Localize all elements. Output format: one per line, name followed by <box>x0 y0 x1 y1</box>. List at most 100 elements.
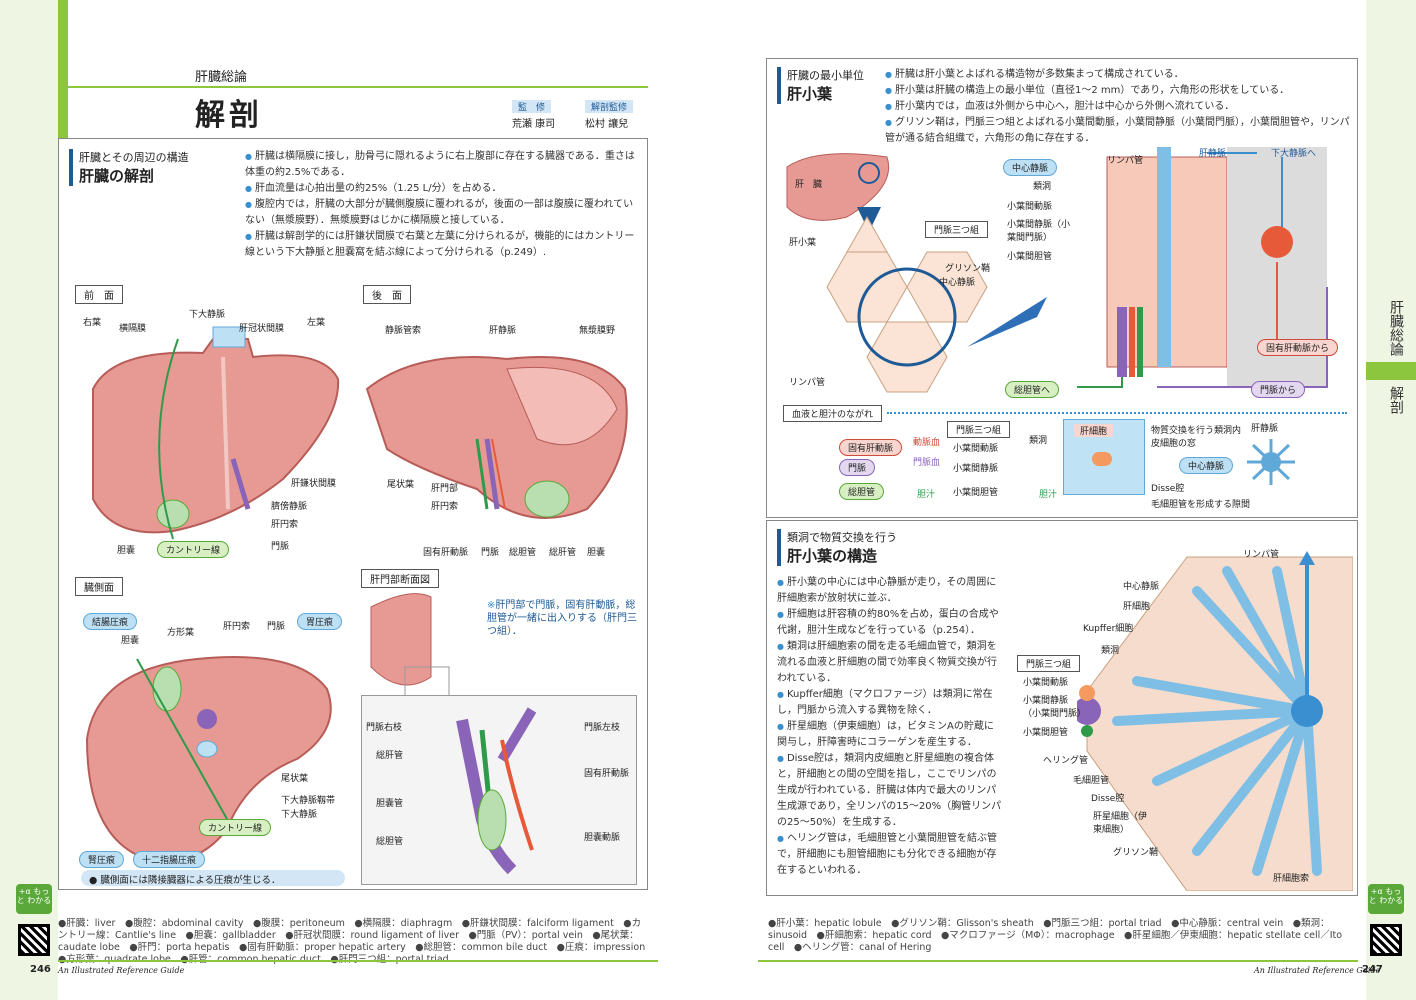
anatomy-supervisor: 解剖監修 松村 讓兒 <box>585 100 634 130</box>
label-round-ligament: 肝円索 <box>271 520 299 530</box>
flow-interlobular-bile-duct: 小葉間胆管 <box>953 488 999 498</box>
supervisor-name: 荒瀬 康司 <box>512 119 556 130</box>
flow-hepatic-artery: 固有肝動脈 <box>839 439 903 456</box>
supervisor-label: 監 修 <box>512 100 552 113</box>
label-proper-hepatic-artery: 固有肝動脈 <box>423 548 469 558</box>
label-caudate-lobe: 尾状葉 <box>387 480 415 490</box>
label-sinusoid-structure: 類洞 <box>1101 646 1120 656</box>
label-lymph-3d: リンパ管 <box>1107 156 1144 166</box>
label-interlobular-bile-duct-structure: 小葉間胆管 <box>1023 728 1069 738</box>
bullet: ヘリング管は，毛細胆管と小葉間胆管を結ぶ管で，肝細胞にも胆管細胞にも分化できる細… <box>777 831 1003 879</box>
label-cbd-hilum: 総胆管 <box>376 837 404 847</box>
right-page: 肝臓総論 解剖 肝臓の最小単位 肝小葉 肝臓は肝小葉とよばれる構造物が多数集まっ… <box>708 0 1416 1000</box>
label-portal-vein-back: 門脈 <box>481 548 500 558</box>
label-from-portal-vein: 門脈から <box>1251 381 1306 398</box>
label-interlobular-artery-structure: 小葉間動脈 <box>1023 678 1069 688</box>
supervisor: 監 修 荒瀬 康司 <box>512 100 555 130</box>
label-to-cbd: 総胆管へ <box>1005 381 1060 398</box>
section-subtitle: 肝臓とその周辺の構造 <box>79 151 189 164</box>
label-interlobular-vein-3d: 小葉間静脈（小葉間門脈） <box>1007 220 1071 243</box>
side-tab-active-bar <box>1366 362 1416 380</box>
bullet: Disse腔は，類洞内皮細胞と肝星細胞の複合体と，肝細胞との間の空間を指し，ここ… <box>777 751 1003 831</box>
book-guide-right: An Illustrated Reference Guide <box>1254 966 1381 975</box>
visceral-note: ● 臓側面には隣接臓器による圧痕が生じる． <box>81 870 345 886</box>
label-proper-hepatic-artery-hilum: 固有肝動脈 <box>584 769 630 779</box>
anatomy-label: 解剖監修 <box>585 100 634 113</box>
flow-portal-blood: 門脈血 <box>913 458 941 468</box>
liver-anatomy-box: 肝臓とその周辺の構造 肝臓の解剖 肝臓は横隔膜に接し，肋骨弓に隠れるように右上腹… <box>58 138 648 890</box>
label-hepatic-vein: 肝静脈 <box>489 326 517 336</box>
plus-alpha-badge-right[interactable]: +α もっと わかる <box>1368 884 1404 914</box>
chapter-label: 肝臓総論 <box>195 70 248 85</box>
flow-title: 血液と胆汁のながれ <box>783 405 883 422</box>
label-central-vein-structure: 中心静脈 <box>1123 582 1160 592</box>
side-tab-general[interactable]: 肝臓総論 <box>1388 300 1404 356</box>
flow-hepatic-vein-icon <box>1247 439 1295 485</box>
label-hepatic-vein-flow: 肝静脈 <box>1199 149 1227 159</box>
label-round-ligament-visceral: 肝円索 <box>223 622 251 632</box>
plus-alpha-badge[interactable]: +α もっと わかる <box>16 884 52 914</box>
label-interlobular-vein-structure: 小葉間静脈（小葉間門脈） <box>1023 696 1087 719</box>
bullet: 類洞は肝細胞索の間を走る毛細血管で，類洞を流れる血液と肝細胞の間で効率良く物質交… <box>777 639 1003 687</box>
left-page: 肝臓総論 解剖 監 修 荒瀬 康司 解剖監修 松村 讓兒 肝臓とその周辺の構造 … <box>0 0 708 1000</box>
flow-arterial-blood: 動脈血 <box>913 438 941 448</box>
label-diaphragm: 横隔膜 <box>119 324 147 334</box>
flow-endothelial-window: 物質交換を行う類洞内皮細胞の窓 <box>1151 426 1242 449</box>
flow-disse-space: Disse腔 <box>1151 484 1185 494</box>
label-coronary-ligament: 肝冠状間膜 <box>239 324 285 334</box>
label-interlobular-bile-duct-3d: 小葉間胆管 <box>1007 252 1053 262</box>
glossary-footer: ●肝臓：liver ●腹腔：abdominal cavity ●腹膜：perit… <box>58 918 655 965</box>
footer-rule <box>58 960 658 962</box>
label-bile-canaliculus: 毛細胆管 <box>1073 776 1110 786</box>
flow-sinusoid: 類洞 <box>1029 436 1048 446</box>
side-tab-anatomy[interactable]: 解剖 <box>1388 386 1404 414</box>
label-right-portal-branch: 門脈右枝 <box>366 723 403 733</box>
label-quadrate-lobe: 方形葉 <box>167 628 195 638</box>
lobule-bullets: 肝臓は肝小葉とよばれる構造物が多数集まって構成されている． 肝小葉は肝臓の構造上… <box>885 67 1353 147</box>
liver-back-illustration <box>365 356 628 519</box>
flow-divider <box>887 412 1347 414</box>
section-head: 肝臓とその周辺の構造 肝臓の解剖 <box>69 149 189 186</box>
label-right-lobe: 右葉 <box>83 318 102 328</box>
structure-title: 肝小葉の構造 <box>787 547 878 565</box>
label-disse-space-structure: Disse腔 <box>1091 794 1125 804</box>
qr-code-right[interactable] <box>1370 924 1402 956</box>
lobule-head: 肝臓の最小単位 肝小葉 <box>777 67 864 104</box>
bullet: 腹腔内では，肝臓の大部分が臓側腹膜に覆われるが，後面の一部は腹膜に覆われていない… <box>245 197 641 229</box>
structure-head: 類洞で物質交換を行う 肝小葉の構造 <box>777 529 897 566</box>
pill-colic-impression: 結腸圧痕 <box>83 613 138 630</box>
bullet: 肝臓は肝小葉とよばれる構造物が多数集まって構成されている． <box>885 67 1353 83</box>
back-view-tag: 後 面 <box>363 285 411 304</box>
label-ivc-visceral: 下大静脈 <box>281 810 318 820</box>
label-lymph-small: リンパ管 <box>789 378 826 388</box>
label-ivc-ligament: 下大静脈靱帯 <box>281 796 336 806</box>
anatomy-name: 松村 讓兒 <box>585 119 629 130</box>
qr-code[interactable] <box>18 924 50 956</box>
flow-bile: 胆汁 <box>917 490 936 500</box>
flow-interlobular-artery: 小葉間動脈 <box>953 444 999 454</box>
lobule-title: 肝小葉 <box>787 85 833 103</box>
flow-canaliculus: 毛細胆管を形成する隙間 <box>1151 500 1251 510</box>
label-stellate-cell: 肝星細胞（伊東細胞） <box>1093 812 1148 835</box>
label-canal-of-hering: ヘリング管 <box>1043 756 1089 766</box>
hilum-note-text: 肝門部で門脈，固有肝動脈，総胆管が一緒に出入りする（肝門三つ組）． <box>487 600 637 637</box>
label-ivc: 下大静脈 <box>189 310 226 320</box>
label-paraumbilical-vein: 臍傍静脈 <box>271 502 308 512</box>
label-porta-hepatis: 肝門部 <box>431 484 459 494</box>
page-number: 246 <box>30 964 51 975</box>
hilum-detail: 門脈右枝 門脈左枝 総肝管 固有肝動脈 胆嚢管 総胆管 胆嚢動脈 <box>361 695 637 885</box>
label-central-vein-3d: 中心静脈 <box>1003 159 1058 176</box>
bullet: グリソン鞘は，門脈三つ組とよばれる小葉間動脈，小葉間静脈（小葉間門脈），小葉間胆… <box>885 115 1353 147</box>
label-left-portal-branch: 門脈左枝 <box>584 723 621 733</box>
bullet: 肝臓は横隔膜に接し，肋骨弓に隠れるように右上腹部に存在する臓器である．重さは体重… <box>245 149 641 181</box>
label-common-hepatic-duct-hilum: 総肝管 <box>376 751 404 761</box>
bullet: 肝血流量は心拍出量の約25%（1.25 L/分）を占める． <box>245 181 641 197</box>
bullet: 肝小葉内では，血液は外側から中心へ，胆汁は中心から外側へ流れている． <box>885 99 1353 115</box>
flow-triad: 門脈三つ組 <box>947 421 1011 438</box>
label-common-hepatic-duct: 総肝管 <box>549 548 577 558</box>
structure-subtitle: 類洞で物質交換を行う <box>787 531 897 544</box>
lobule-structure-box: 類洞で物質交換を行う 肝小葉の構造 肝小葉の中心には中心静脈が走り，その周囲に肝… <box>766 520 1358 896</box>
label-falciform-ligament: 肝鎌状間膜 <box>291 479 337 489</box>
label-liver: 肝 臓 <box>795 180 823 190</box>
label-portal-vein: 門脈 <box>271 542 290 552</box>
